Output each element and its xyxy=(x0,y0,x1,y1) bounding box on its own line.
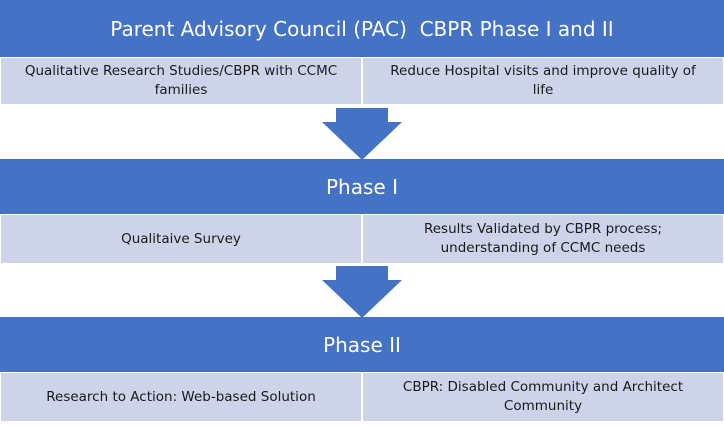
phase-1-left-text: Qualitaive Survey xyxy=(121,230,241,247)
down-arrow-icon xyxy=(322,266,402,318)
phase-1-right-text: Results Validated by CBPR process; under… xyxy=(423,221,663,256)
phase-2-right-cell: CBPR: Disabled Community and Architect C… xyxy=(362,372,724,422)
council-right-cell: Reduce Hospital visits and improve quali… xyxy=(362,57,724,105)
council-left-text: Qualitative Research Studies/CBPR with C… xyxy=(24,63,338,98)
phase-1-right-cell: Results Validated by CBPR process; under… xyxy=(362,214,724,264)
phase-2-title: Phase II xyxy=(323,332,401,357)
council-details-row: Qualitative Research Studies/CBPR with C… xyxy=(0,57,724,105)
council-left-cell: Qualitative Research Studies/CBPR with C… xyxy=(0,57,362,105)
council-right-text: Reduce Hospital visits and improve quali… xyxy=(390,63,696,98)
phase-1-details-row: Qualitaive Survey Results Validated by C… xyxy=(0,214,724,264)
phase-2-left-text: Research to Action: Web-based Solution xyxy=(46,388,316,405)
phase-2-left-cell: Research to Action: Web-based Solution xyxy=(0,372,362,422)
phase-1-left-cell: Qualitaive Survey xyxy=(0,214,362,264)
phase-2-header: Phase II xyxy=(0,317,724,372)
council-title: Parent Advisory Council (PAC) CBPR Phase… xyxy=(110,16,614,41)
phase-2-details-row: Research to Action: Web-based Solution C… xyxy=(0,372,724,422)
phase-1-title: Phase I xyxy=(326,174,398,199)
council-header: Parent Advisory Council (PAC) CBPR Phase… xyxy=(0,0,724,57)
phase-1-header: Phase I xyxy=(0,159,724,214)
phase-2-right-text: CBPR: Disabled Community and Architect C… xyxy=(402,379,684,414)
down-arrow-icon xyxy=(322,108,402,160)
